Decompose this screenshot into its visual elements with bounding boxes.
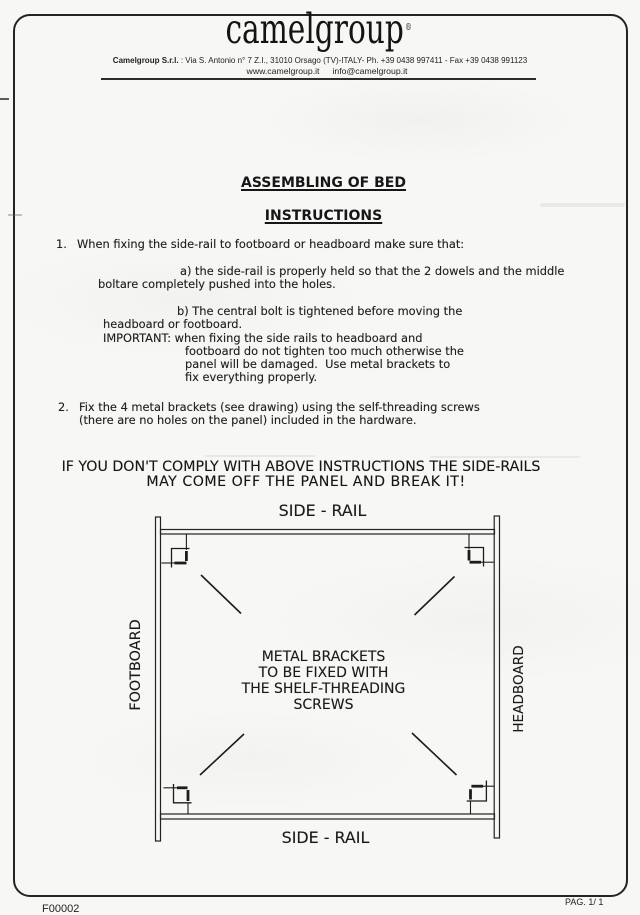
company-address: : Via S. Antonio n° 7 Z.I., 31010 Orsago… [178,56,528,66]
center-note-line4: SCREWS [293,697,354,713]
top-side-rail [159,528,496,535]
header-divider [101,78,536,80]
company-address-line: Camelgroup S.r.l. : Via S. Antonio n° 7 … [0,56,640,66]
item1-number: 1. [56,236,67,251]
bracket-top-left [161,534,190,568]
registered-trademark-icon: ® [405,23,412,33]
center-note-line2: TO BE FIXED WITH [258,665,389,681]
footboard-label: FOOTBOARD [128,619,144,711]
document-title-text: ASSEMBLING OF BED [241,175,406,191]
company-name: Camelgroup S.r.l. [112,56,179,66]
company-website: www.camelgroup.it [246,65,320,76]
document-subtitle: INSTRUCTIONS [4,208,640,225]
item1a-line1: a) the side-rail is properly held so tha… [180,264,565,278]
item1b-line5: panel will be damaged. Use metal bracket… [185,357,451,371]
document-subtitle-text: INSTRUCTIONS [264,208,383,224]
center-note-line1: METAL BRACKETS [261,649,386,665]
bracket-top-right [464,534,494,567]
diagram-center-note: METAL BRACKETS TO BE FIXED WITH THE SHEL… [174,649,474,713]
company-email: info@camelgroup.it [332,65,408,76]
document-title: ASSEMBLING OF BED [4,175,640,192]
item1a-line2: boltare completely pushed into the holes… [98,277,336,292]
item1-text: When fixing the side-rail to footboard o… [77,236,465,251]
diagonal-top-left [200,574,242,615]
footboard-bar [154,516,162,842]
center-note-line3: THE SHELF-THREADING [241,681,406,697]
item1b-line3: IMPORTANT: when fixing the side rails to… [103,330,423,345]
company-logo: camelgroup® [90,5,547,65]
item1b-line6: fix everything properly. [185,370,318,385]
warning-line2: MAY COME OFF THE PANEL AND BREAK IT! [146,473,466,490]
item1b-line1: b) The central bolt is tightened before … [177,304,463,318]
item1b-line4: footboard do not tighten too much otherw… [185,343,464,358]
bottom-side-rail [159,813,496,820]
diagonal-bottom-left [199,733,245,776]
company-contacts-line: www.camelgroup.it info@camelgroup.it [7,66,640,76]
side-rail-label-top: SIDE - RAIL [278,501,367,521]
diagonal-top-right [413,575,456,616]
page-number: PAG. 1/ 1 [565,896,604,907]
item2-number: 2. [58,399,69,414]
item2-line2: (there are no holes on the panel) includ… [79,412,417,427]
bracket-bottom-left [163,784,192,814]
warning-line1: IF YOU DON'T COMPLY WITH ABOVE INSTRUCTI… [61,459,541,476]
item1b-line2: headboard or footboard. [103,317,243,332]
logo-text: camelgroup [225,4,404,53]
headboard-label: HEADBOARD [510,645,527,733]
bracket-bottom-right [466,780,495,814]
document-code: F00002 [42,902,80,915]
diagonal-bottom-right [411,732,458,776]
scan-artifact [0,98,9,100]
item2-line1: Fix the 4 metal brackets (see drawing) u… [79,399,480,414]
bed-frame-diagram [154,515,501,842]
headboard-bar [493,515,501,839]
side-rail-label-bottom: SIDE - RAIL [281,827,370,847]
page-border-frame [13,14,628,897]
